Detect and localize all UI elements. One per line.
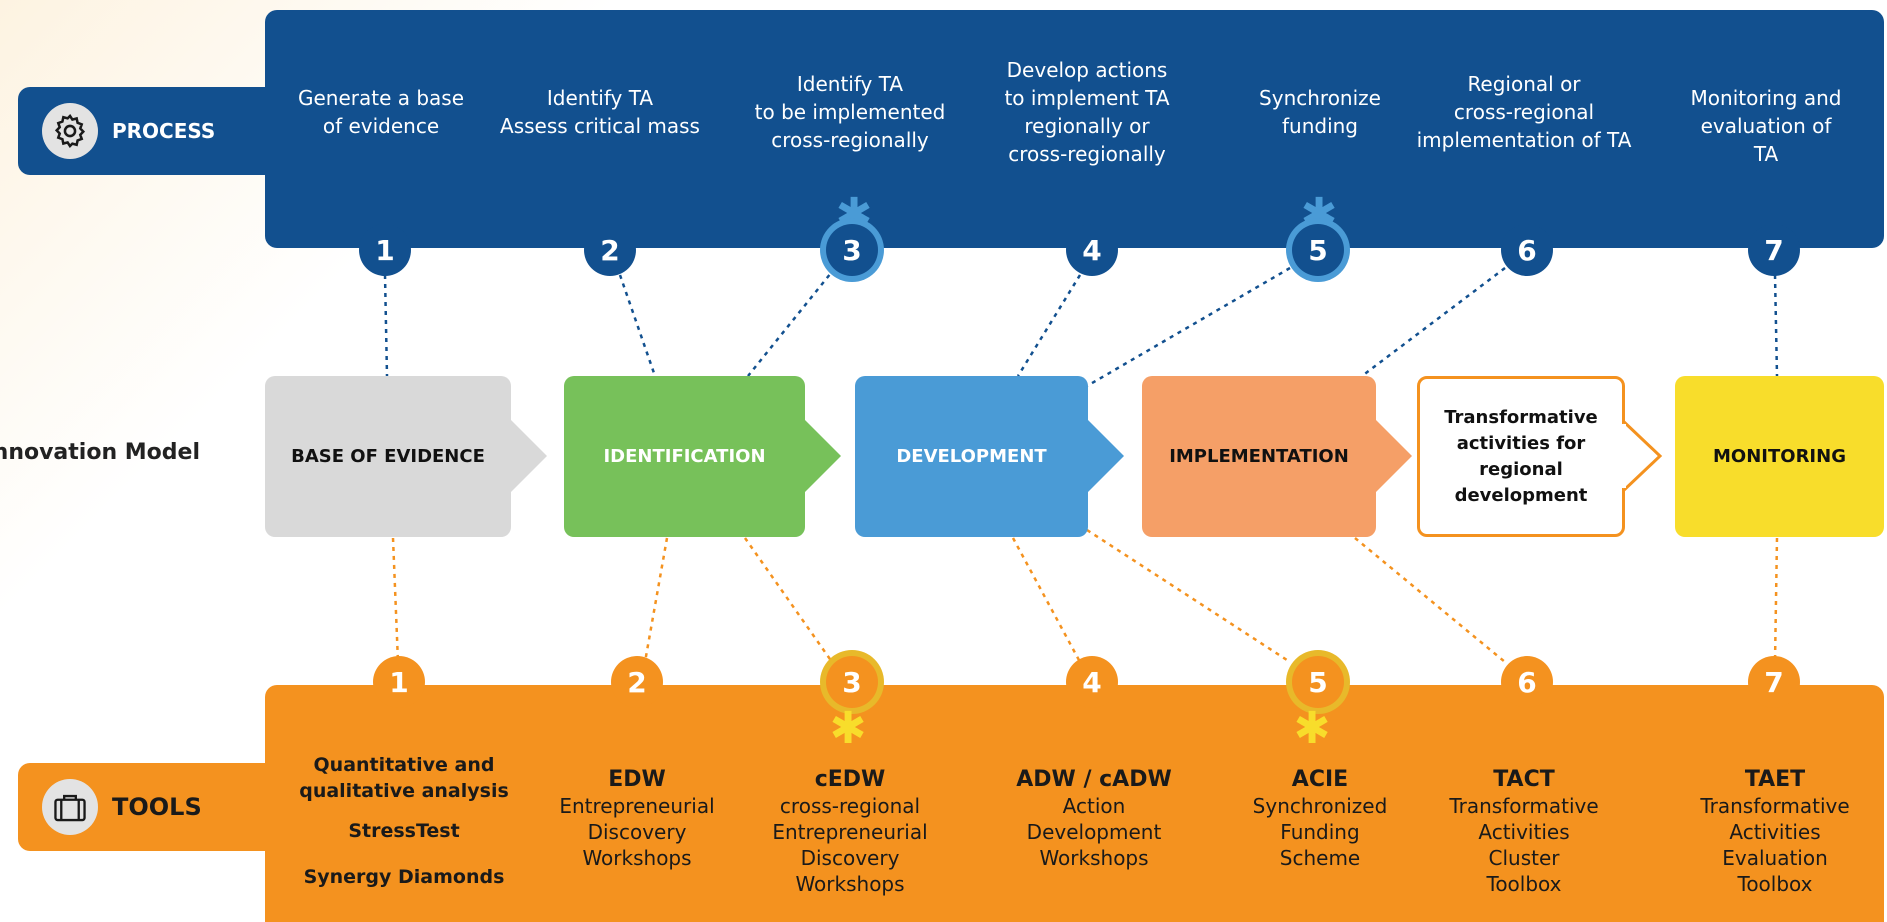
stage-arrow-3 <box>1088 420 1124 492</box>
stage-arrow-5 <box>1622 418 1663 494</box>
tool-2-title: EDW <box>608 767 666 792</box>
tools-link-3 <box>743 537 834 663</box>
stage-arrow-1 <box>511 420 547 492</box>
stage-arrow-4 <box>1376 420 1412 492</box>
process-step-text-6: Regional or cross-regional implementatio… <box>1416 72 1632 152</box>
process-link-4 <box>1016 274 1082 377</box>
tools-link-4 <box>1011 537 1082 663</box>
tools-link-1 <box>391 537 400 663</box>
tools-link-6 <box>1354 537 1506 663</box>
tools-asterisk-3: ✱ <box>829 703 867 754</box>
tool-7-title: TAET <box>1744 767 1806 792</box>
tool-1-line-3: Synergy Diamonds <box>303 866 505 888</box>
process-step-text-4: Develop actions to implement TA regional… <box>1004 58 1170 166</box>
tool-2: EDW Entrepreneurial Discovery Workshops <box>547 767 727 871</box>
tool-6: TACT Transformative Activities Cluster T… <box>1436 767 1612 897</box>
process-label: PROCESS <box>112 119 216 143</box>
tool-1-line-2: StressTest <box>348 820 460 842</box>
process-link-6 <box>1361 267 1506 377</box>
tool-5: ACIE Synchronized Funding Scheme <box>1237 767 1403 871</box>
process-step-text-1: Generate a base of evidence <box>297 86 465 138</box>
stage-implementation: IMPLEMENTATION <box>1142 376 1376 537</box>
process-number-1: 1 <box>359 224 411 276</box>
process-step-text-7: Monitoring and evaluation of TA <box>1690 86 1842 166</box>
process-tab: PROCESS <box>18 87 278 175</box>
process-step-text-2: Identify TA Assess critical mass <box>500 86 700 138</box>
stage-base-of-evidence: BASE OF EVIDENCE <box>265 376 511 537</box>
tools-band <box>265 685 1884 922</box>
gear-icon <box>42 103 98 159</box>
tools-number-2: 2 <box>611 656 663 708</box>
process-link-2 <box>618 274 657 377</box>
tools-asterisk-5: ✱ <box>1293 703 1331 754</box>
tool-7: TAET Transformative Activities Evaluatio… <box>1686 767 1864 897</box>
process-band <box>265 10 1884 248</box>
briefcase-icon <box>42 779 98 835</box>
tools-link-5 <box>1086 528 1291 664</box>
process-number-2: 2 <box>584 224 636 276</box>
tools-number-3: 3 <box>826 656 878 708</box>
stage-transformative-activities: Transformative activities for regional d… <box>1417 376 1625 537</box>
tools-link-2 <box>643 537 669 663</box>
tools-number-4: 4 <box>1066 656 1118 708</box>
tool-2-desc: Entrepreneurial Discovery Workshops <box>559 794 715 870</box>
innovation-model-label: Innovation Model <box>0 440 200 465</box>
tool-5-title: ACIE <box>1291 767 1349 792</box>
tools-link-7 <box>1773 537 1779 663</box>
tool-3: cEDW cross-regional Entrepreneurial Disc… <box>758 767 942 897</box>
tool-7-desc: Transformative Activities Evaluation Too… <box>1700 794 1850 896</box>
stage-monitoring: MONITORING <box>1675 376 1884 537</box>
process-step-text-3: Identify TA to be implemented cross-regi… <box>754 72 946 152</box>
tool-1-line-1: Quantitative and qualitative analysis <box>299 754 509 802</box>
tool-6-title: TACT <box>1493 767 1555 792</box>
process-number-4: 4 <box>1066 224 1118 276</box>
tool-3-desc: cross-regional Entrepreneurial Discovery… <box>772 794 928 896</box>
process-link-5 <box>1086 266 1291 388</box>
tool-4-title: ADW / cADW <box>1016 767 1172 792</box>
tools-number-5: 5 <box>1292 656 1344 708</box>
process-number-3: 3 <box>826 224 878 276</box>
tools-number-7: 7 <box>1748 656 1800 708</box>
tool-4: ADW / cADW Action Development Workshops <box>1004 767 1184 871</box>
process-number-5: 5 <box>1292 224 1344 276</box>
tools-label: TOOLS <box>112 793 202 821</box>
tool-6-desc: Transformative Activities Cluster Toolbo… <box>1449 794 1599 896</box>
tool-4-desc: Action Development Workshops <box>1026 794 1162 870</box>
stage-identification: IDENTIFICATION <box>564 376 805 537</box>
process-number-6: 6 <box>1501 224 1553 276</box>
process-number-7: 7 <box>1748 224 1800 276</box>
process-link-3 <box>747 267 836 377</box>
process-step-text-5: Synchronize funding <box>1259 86 1381 138</box>
tools-number-6: 6 <box>1501 656 1553 708</box>
tool-1: Quantitative and qualitative analysis St… <box>283 752 525 890</box>
process-link-1 <box>383 274 389 377</box>
tools-tab: TOOLS <box>18 763 278 851</box>
tools-number-1: 1 <box>373 656 425 708</box>
tool-5-desc: Synchronized Funding Scheme <box>1252 794 1388 870</box>
stage-arrow-2 <box>805 420 841 492</box>
stage-development: DEVELOPMENT <box>855 376 1088 537</box>
tool-3-title: cEDW <box>814 767 886 792</box>
process-link-7 <box>1773 274 1779 377</box>
